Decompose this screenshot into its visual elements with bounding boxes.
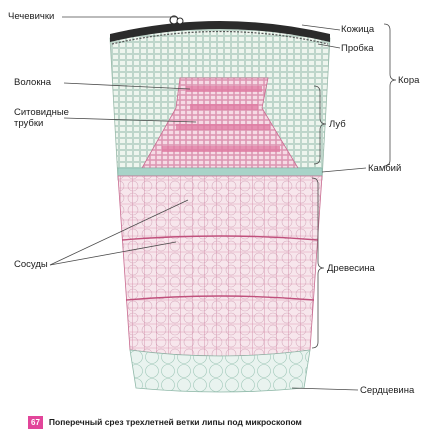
label-epidermis: Кожица — [341, 24, 375, 35]
label-cork: Пробка — [341, 43, 374, 54]
figure-title: Поперечный срез трехлетней ветки липы по… — [48, 417, 302, 427]
label-pith: Сердцевина — [360, 385, 415, 396]
label-fibers: Волокна — [14, 77, 52, 88]
fiber-bands — [162, 86, 280, 152]
figure-caption: 67 Поперечный срез трехлетней ветки липы… — [28, 415, 428, 429]
cambium-band — [117, 167, 323, 177]
figure-number-badge: 67 — [28, 415, 43, 429]
label-cambium: Камбий — [368, 163, 402, 174]
label-phloem: Луб — [329, 119, 346, 130]
cork-layer — [110, 21, 330, 42]
label-vessels: Сосуды — [14, 259, 48, 270]
label-sieve-tubes-line1: Ситовидные — [14, 107, 69, 118]
label-sieve-tubes-line2: трубки — [14, 118, 44, 129]
label-wood: Древесина — [327, 263, 375, 274]
label-cortex: Кора — [398, 75, 420, 86]
label-lenticels: Чечевички — [8, 11, 55, 22]
